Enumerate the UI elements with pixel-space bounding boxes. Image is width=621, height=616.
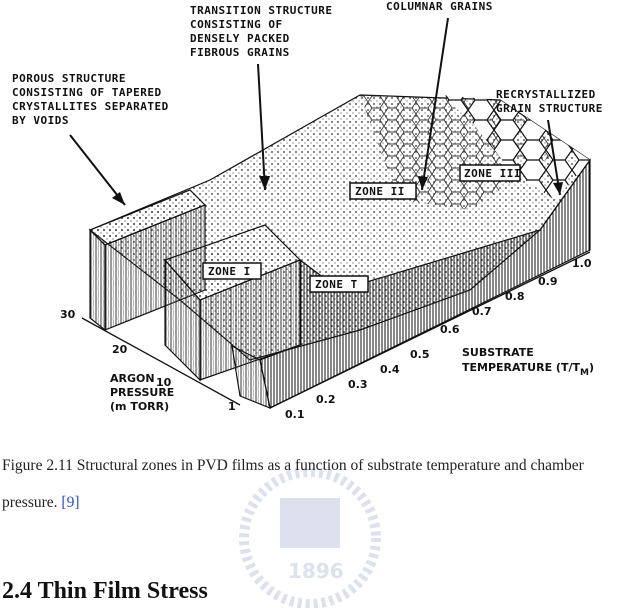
svg-text:0.3: 0.3 — [348, 378, 368, 391]
zone-2-label: ZONE II — [350, 183, 416, 199]
zone-3-label: ZONE III — [460, 165, 521, 181]
svg-text:0.7: 0.7 — [472, 305, 492, 318]
svg-text:(m TORR): (m TORR) — [110, 400, 169, 413]
svg-text:CONSISTING OF TAPERED: CONSISTING OF TAPERED — [12, 86, 162, 99]
svg-text:ARGON: ARGON — [110, 372, 155, 385]
svg-text:ZONE III: ZONE III — [464, 167, 521, 180]
svg-text:TRANSITION STRUCTURE: TRANSITION STRUCTURE — [190, 4, 332, 17]
columnar-grains-label: COLUMNAR GRAINS — [386, 0, 493, 13]
svg-text:0.5: 0.5 — [410, 348, 430, 361]
porous-structure-label: POROUS STRUCTURE CONSISTING OF TAPERED C… — [12, 72, 169, 127]
svg-text:BY VOIDS: BY VOIDS — [12, 114, 69, 127]
zone-t-label: ZONE T — [310, 276, 368, 292]
figure-caption: Figure 2.11 Structural zones in PVD film… — [2, 447, 612, 521]
svg-text:0.9: 0.9 — [538, 275, 558, 288]
svg-text:CRYSTALLITES SEPARATED: CRYSTALLITES SEPARATED — [12, 100, 169, 113]
svg-text:POROUS STRUCTURE: POROUS STRUCTURE — [12, 72, 126, 85]
svg-text:ZONE I: ZONE I — [208, 265, 251, 278]
svg-text:ZONE T: ZONE T — [315, 278, 358, 291]
zone-1-label: ZONE I — [203, 263, 261, 279]
structure-zone-figure: POROUS STRUCTURE CONSISTING OF TAPERED C… — [0, 0, 621, 440]
svg-text:DENSELY PACKED: DENSELY PACKED — [190, 32, 290, 45]
svg-text:CONSISTING OF: CONSISTING OF — [190, 18, 283, 31]
svg-text:FIBROUS GRAINS: FIBROUS GRAINS — [190, 46, 290, 59]
recrystallized-label: RECRYSTALLIZED GRAIN STRUCTURE — [496, 88, 603, 115]
structure-zone-diagram: POROUS STRUCTURE CONSISTING OF TAPERED C… — [0, 0, 621, 440]
svg-text:RECRYSTALLIZED: RECRYSTALLIZED — [496, 88, 596, 101]
svg-text:20: 20 — [112, 343, 128, 356]
svg-text:PRESSURE: PRESSURE — [110, 386, 174, 399]
svg-text:SUBSTRATE: SUBSTRATE — [462, 346, 534, 359]
svg-text:0.2: 0.2 — [316, 393, 336, 406]
svg-text:1896: 1896 — [288, 559, 344, 583]
svg-text:TEMPERATURE (T/TM): TEMPERATURE (T/TM) — [462, 361, 594, 378]
citation-link[interactable]: [9] — [61, 494, 79, 511]
svg-text:ZONE II: ZONE II — [355, 185, 405, 198]
section-heading: 2.4 Thin Film Stress — [2, 578, 208, 605]
caption-text: Figure 2.11 Structural zones in PVD film… — [2, 457, 584, 511]
svg-text:0.6: 0.6 — [440, 323, 460, 336]
svg-text:1.0: 1.0 — [572, 257, 592, 270]
svg-text:0.8: 0.8 — [505, 290, 525, 303]
svg-text:GRAIN STRUCTURE: GRAIN STRUCTURE — [496, 102, 603, 115]
svg-text:0.4: 0.4 — [380, 363, 400, 376]
svg-text:1: 1 — [228, 400, 236, 413]
svg-text:0.1: 0.1 — [285, 408, 305, 421]
svg-text:30: 30 — [60, 308, 76, 321]
transition-structure-label: TRANSITION STRUCTURE CONSISTING OF DENSE… — [190, 4, 332, 59]
